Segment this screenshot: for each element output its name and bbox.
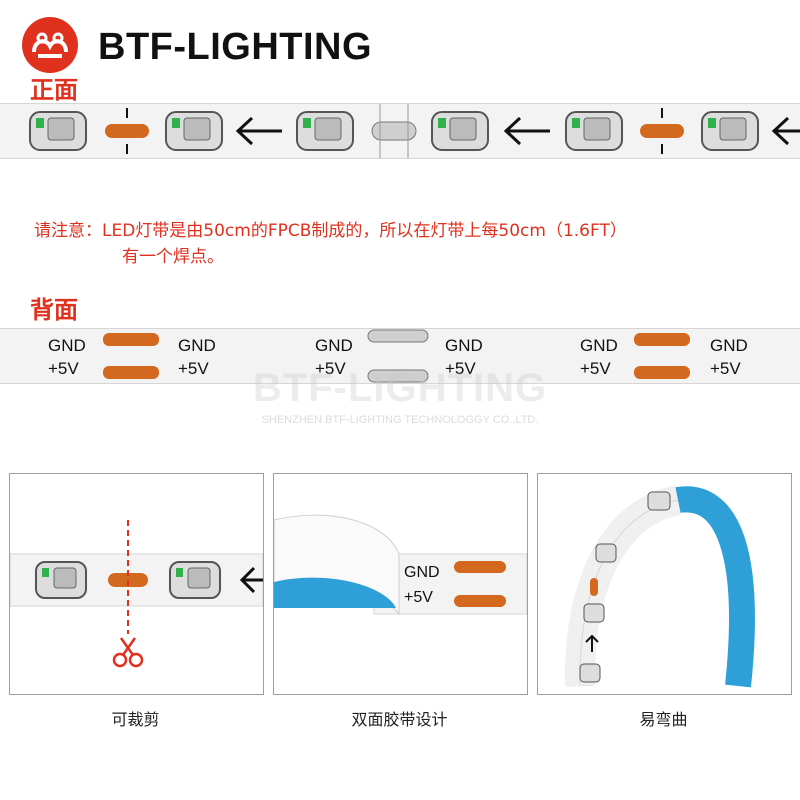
led-module	[583, 603, 605, 623]
scissors-icon	[112, 637, 144, 668]
plus5v-label: +5V	[315, 359, 346, 378]
tape-graphic: GND +5V	[274, 514, 527, 616]
front-strip	[0, 103, 800, 159]
btf-logo-icon	[22, 17, 78, 73]
led-module	[647, 491, 671, 511]
solder-joint	[367, 369, 429, 383]
watermark-company: SHENZHEN BTF-LIGHTING TECHNOLOGGY CO.,LT…	[261, 414, 539, 426]
solder-joint	[371, 104, 417, 158]
arrow-left-icon	[235, 116, 282, 146]
caption-flexible: 易弯曲	[639, 710, 688, 729]
led-module	[579, 663, 601, 683]
cut-pad	[105, 108, 149, 154]
notice-line-1: 请注意：LED灯带是由50cm的FPCB制成的，所以在灯带上每50cm（1.6F…	[34, 221, 627, 241]
plus5v-label: +5V	[580, 359, 611, 378]
feature-panel-flexible	[537, 473, 792, 695]
cuttable-graphic	[10, 520, 263, 668]
gnd-label: GND	[315, 336, 353, 355]
plus5v-label: +5V	[404, 589, 433, 606]
solder-joint	[367, 329, 429, 343]
led-module	[565, 111, 623, 151]
cut-pad	[103, 366, 159, 379]
led-module	[431, 111, 489, 151]
back-strip: GND +5V GND +5V GND +5V GND +5V GND +5V …	[0, 328, 800, 384]
cut-pad	[634, 333, 690, 346]
caption-cuttable: 可裁剪	[111, 710, 160, 729]
led-module	[165, 111, 223, 151]
front-label: 正面	[30, 76, 78, 104]
gnd-label: GND	[404, 564, 440, 581]
cut-pad	[454, 595, 506, 607]
feature-panel-cuttable	[9, 473, 264, 695]
gnd-label: GND	[48, 336, 86, 355]
feature-panel-tape: GND +5V	[273, 473, 528, 695]
plus5v-label: +5V	[178, 359, 209, 378]
cut-pad	[590, 578, 598, 596]
brand-name: BTF-LIGHTING	[98, 26, 373, 68]
plus5v-label: +5V	[710, 359, 741, 378]
cut-pad	[640, 108, 684, 154]
plus5v-label: +5V	[445, 359, 476, 378]
caption-tape: 双面胶带设计	[351, 710, 448, 729]
gnd-label: GND	[445, 336, 483, 355]
cut-pad	[103, 333, 159, 346]
arrow-left-icon	[503, 116, 550, 146]
led-module	[595, 543, 617, 563]
watermark-brand: BTF-LIGHTING	[252, 366, 548, 410]
back-strip-graphic: GND +5V GND +5V GND +5V GND +5V GND +5V …	[48, 329, 748, 383]
gnd-label: GND	[178, 336, 216, 355]
plus5v-label: +5V	[48, 359, 79, 378]
arrow-up-icon	[585, 634, 599, 652]
adhesive-tape	[274, 577, 396, 608]
back-label: 背面	[30, 296, 78, 324]
gnd-label: GND	[710, 336, 748, 355]
solder-notice: 请注意：LED灯带是由50cm的FPCB制成的，所以在灯带上每50cm（1.6F…	[34, 218, 784, 270]
led-module	[296, 111, 354, 151]
arrow-left-icon	[771, 116, 800, 146]
notice-line-2: 有一个焊点。	[122, 247, 224, 267]
cut-pad	[634, 366, 690, 379]
cut-pad	[454, 561, 506, 573]
led-module	[29, 111, 87, 151]
led-module	[701, 111, 759, 151]
front-strip-graphic	[29, 104, 800, 158]
gnd-label: GND	[580, 336, 618, 355]
flexible-graphic	[564, 485, 755, 688]
